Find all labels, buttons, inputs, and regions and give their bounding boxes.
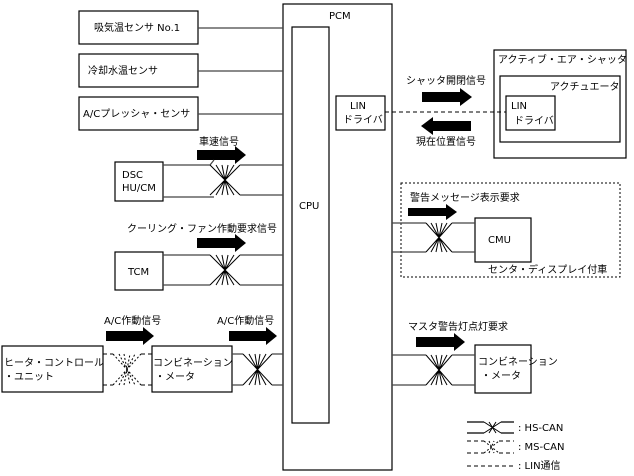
combination-meter-right-signal-arrow: [416, 333, 465, 351]
tcm-signal-arrow: [197, 234, 246, 252]
combination-meter-left-line2: ・メータ: [155, 371, 195, 383]
combination-meter-right-signal-label: マスタ警告灯点灯要求: [408, 320, 508, 333]
combination-meter-left-line1: コンビネーション: [153, 357, 233, 369]
pcm-lin-driver-line2: ドライバ: [343, 114, 383, 126]
cpu-label: CPU: [299, 201, 319, 212]
shutter-lin-driver-box: [505, 95, 556, 131]
shutter-signal-in-arrow: [421, 117, 471, 135]
tcm-signal-label: クーリング・ファン作動要求信号: [127, 222, 277, 235]
legend: : HS-CAN : MS-CAN : LIN通信: [467, 421, 564, 472]
cpu-box: [291, 26, 330, 424]
combination-meter-left-signal-arrow: [229, 327, 277, 345]
sensor-box-intake-temp: [78, 10, 199, 45]
heater-ms-can-bus: [103, 353, 152, 386]
combination-meter-right-line1: コンビネーション: [478, 356, 558, 368]
dsc-signal-label: 車速信号: [199, 135, 239, 148]
combination-meter-left-hs-can-bus: [232, 353, 283, 386]
cmu-box: [474, 217, 532, 263]
pcm-title: PCM: [329, 11, 351, 22]
legend-lin: : LIN通信: [467, 460, 561, 472]
legend-hs-can-label: : HS-CAN: [518, 423, 563, 434]
dsc-hs-can-bus: [163, 159, 283, 198]
shutter-lin-driver-line1: LIN: [511, 101, 527, 112]
center-display-group: [400, 182, 621, 278]
legend-lin-label: : LIN通信: [518, 460, 561, 472]
legend-hs-can: : HS-CAN: [467, 421, 563, 434]
center-display-group-label: センタ・ディスプレイ付車: [488, 263, 607, 276]
shutter-signal-out-arrow: [422, 88, 472, 106]
pcm-lin-driver-box: [335, 95, 386, 131]
dsc-line1: DSC: [122, 170, 143, 181]
tcm-hs-can-bus: [163, 254, 283, 286]
heater-signal-arrow: [106, 327, 154, 345]
shutter-signal-out-label: シャッタ開閉信号: [406, 75, 486, 87]
combination-meter-left-signal-label: A/C作動信号: [217, 314, 274, 327]
sensor-label-intake-temp: 吸気温センサ No.1: [94, 21, 180, 34]
center-display-signal-label: 警告メッセージ表示要求: [410, 191, 520, 204]
cmu-label: CMU: [488, 235, 511, 246]
tcm-label: TCM: [127, 267, 149, 278]
heater-control-line2: ・ユニット: [4, 372, 54, 383]
actuator-title: アクチュエータ: [550, 81, 620, 93]
heater-control-line1: ヒータ・コントロール: [4, 357, 104, 369]
center-display-signal-arrow: [408, 204, 457, 220]
combination-meter-right-box: [474, 344, 532, 394]
shutter-signal-in-label: 現在位置信号: [416, 135, 476, 148]
heater-signal-label: A/C作動信号: [104, 314, 161, 327]
legend-ms-can: : MS-CAN: [467, 440, 564, 454]
combination-meter-left-box: [151, 345, 233, 393]
combination-meter-right-hs-can-bus: [392, 354, 475, 386]
dsc-line2: HU/CM: [122, 183, 156, 194]
heater-control-box: [1, 345, 104, 393]
combination-meter-right-line2: ・メータ: [481, 370, 521, 382]
dsc-box: [114, 161, 164, 202]
sensor-label-coolant-temp: 冷却水温センサ: [88, 64, 158, 77]
sensor-label-ac-pressure: A/Cプレッシャ・センサ: [83, 108, 190, 120]
tcm-box: [114, 251, 164, 291]
pcm-lin-driver-line1: LIN: [350, 101, 366, 112]
dsc-signal-arrow: [197, 146, 246, 164]
cmu-hs-can-bus: [392, 222, 475, 253]
active-air-shutter-title: アクティブ・エア・シャッタ: [498, 53, 627, 66]
legend-ms-can-label: : MS-CAN: [518, 442, 564, 453]
shutter-lin-driver-line2: ドライバ: [514, 115, 554, 127]
